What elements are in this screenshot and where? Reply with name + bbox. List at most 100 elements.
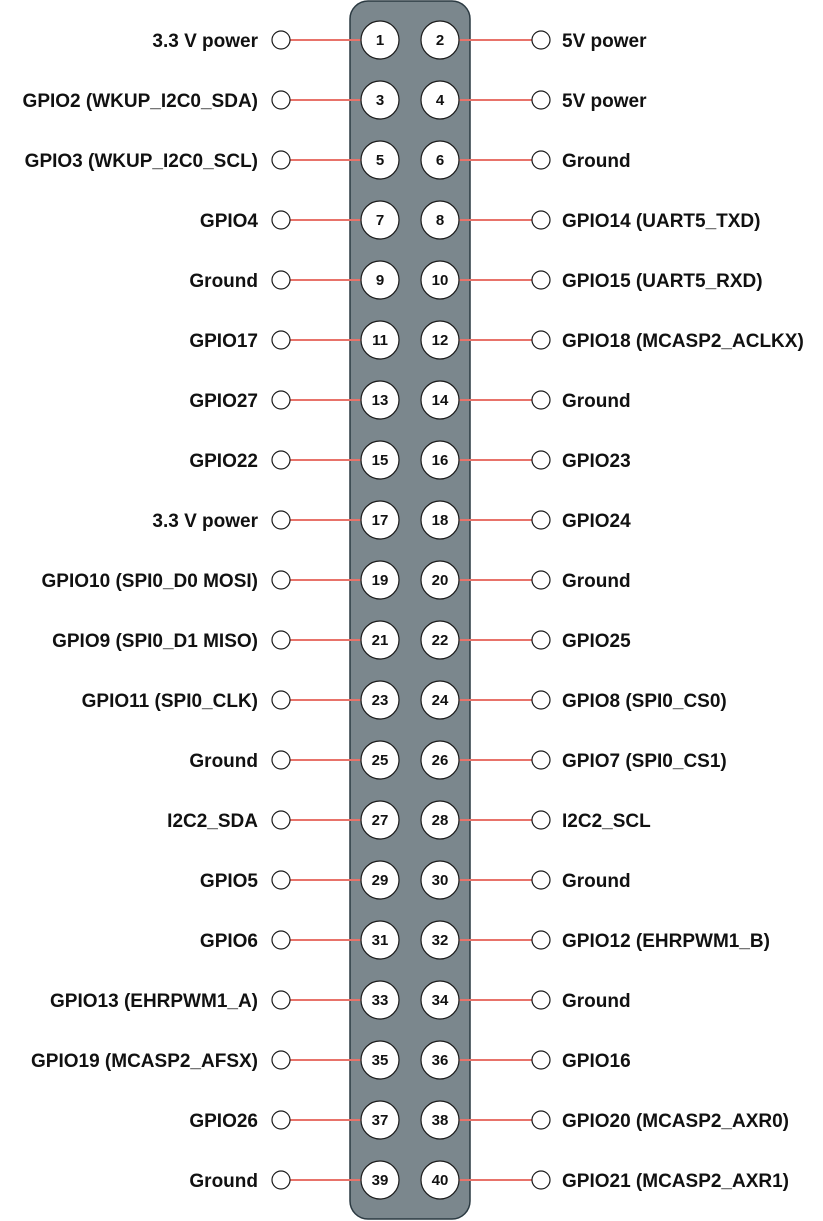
- left-terminal: [271, 270, 291, 290]
- left-pin-label: Ground: [189, 1171, 258, 1192]
- pin-number: 18: [432, 512, 449, 529]
- pin-7: [360, 200, 400, 240]
- right-terminal: [531, 870, 551, 890]
- right-terminal: [531, 1170, 551, 1190]
- left-terminal: [271, 210, 291, 230]
- pin-number: 13: [372, 392, 389, 409]
- right-terminal: [531, 690, 551, 710]
- left-terminal: [271, 870, 291, 890]
- pin-11: [360, 320, 400, 360]
- pin-23: [360, 680, 400, 720]
- right-terminal: [531, 390, 551, 410]
- pin-29: [360, 860, 400, 900]
- pin-8: [420, 200, 460, 240]
- pin-number: 21: [372, 632, 389, 649]
- right-pin-label: GPIO7 (SPI0_CS1): [562, 751, 727, 772]
- pin-number: 16: [432, 452, 449, 469]
- right-terminal: [531, 150, 551, 170]
- right-pin-label: GPIO20 (MCASP2_AXR0): [562, 1111, 789, 1132]
- left-pin-label: GPIO6: [200, 931, 258, 952]
- left-terminal: [271, 150, 291, 170]
- left-terminal: [271, 510, 291, 530]
- right-terminal: [531, 90, 551, 110]
- pin-number: 4: [436, 92, 445, 109]
- left-pin-label: GPIO22: [189, 451, 258, 472]
- right-terminal: [531, 990, 551, 1010]
- pin-number: 27: [372, 812, 389, 829]
- right-terminal: [531, 510, 551, 530]
- right-pin-label: Ground: [562, 571, 631, 592]
- left-pin-label: GPIO13 (EHRPWM1_A): [50, 991, 258, 1012]
- left-terminal: [271, 630, 291, 650]
- pin-number: 19: [372, 572, 389, 589]
- pin-number: 11: [372, 332, 388, 349]
- pin-24: [420, 680, 460, 720]
- right-terminal: [531, 210, 551, 230]
- pin-3: [360, 80, 400, 120]
- pin-number: 33: [372, 992, 389, 1009]
- right-terminal: [531, 630, 551, 650]
- pin-number: 1: [376, 32, 384, 49]
- pin-2: [420, 20, 460, 60]
- left-terminal: [271, 750, 291, 770]
- pin-10: [420, 260, 460, 300]
- left-terminal: [271, 930, 291, 950]
- right-pin-label: GPIO23: [562, 451, 631, 472]
- left-terminal: [271, 330, 291, 350]
- left-terminal: [271, 90, 291, 110]
- right-pin-label: GPIO15 (UART5_RXD): [562, 271, 763, 292]
- pin-28: [420, 800, 460, 840]
- left-pin-label: Ground: [189, 751, 258, 772]
- pin-number: 3: [376, 92, 384, 109]
- pin-12: [420, 320, 460, 360]
- pin-number: 17: [372, 512, 389, 529]
- right-terminal: [531, 1050, 551, 1070]
- left-pin-label: GPIO19 (MCASP2_AFSX): [31, 1051, 258, 1072]
- pin-37: [360, 1100, 400, 1140]
- pin-number: 14: [432, 392, 449, 409]
- left-pin-label: 3.3 V power: [152, 511, 258, 532]
- right-pin-label: Ground: [562, 991, 631, 1012]
- pin-21: [360, 620, 400, 660]
- pin-36: [420, 1040, 460, 1080]
- right-terminal: [531, 1110, 551, 1130]
- left-pin-label: I2C2_SDA: [167, 811, 258, 832]
- left-pin-label: Ground: [189, 271, 258, 292]
- pin-14: [420, 380, 460, 420]
- right-pin-label: I2C2_SCL: [562, 811, 651, 832]
- pin-16: [420, 440, 460, 480]
- pin-5: [360, 140, 400, 180]
- pin-number: 26: [432, 752, 449, 769]
- pin-38: [420, 1100, 460, 1140]
- left-terminal: [271, 1110, 291, 1130]
- pin-39: [360, 1160, 400, 1200]
- pin-9: [360, 260, 400, 300]
- right-pin-label: Ground: [562, 871, 631, 892]
- pin-40: [420, 1160, 460, 1200]
- pin-26: [420, 740, 460, 780]
- pin-number: 2: [436, 32, 444, 49]
- pin-35: [360, 1040, 400, 1080]
- left-terminal: [271, 990, 291, 1010]
- left-terminal: [271, 450, 291, 470]
- pin-number: 9: [376, 272, 384, 289]
- pin-13: [360, 380, 400, 420]
- left-terminal: [271, 570, 291, 590]
- pin-4: [420, 80, 460, 120]
- left-pin-label: GPIO27: [189, 391, 258, 412]
- pin-18: [420, 500, 460, 540]
- left-terminal: [271, 390, 291, 410]
- pin-number: 10: [432, 272, 449, 289]
